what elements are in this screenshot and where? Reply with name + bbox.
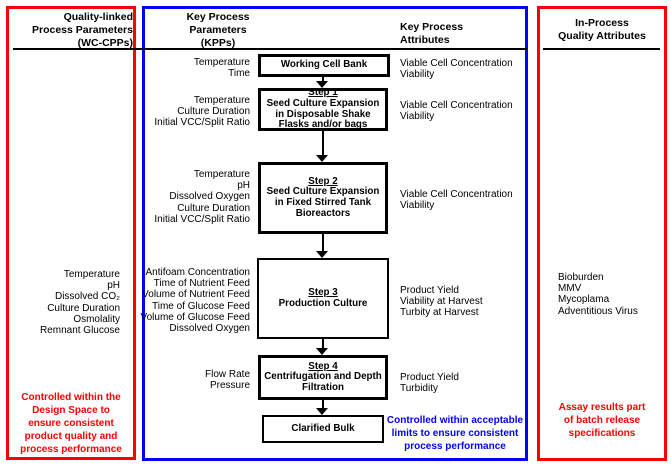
list-item: Product Yield [400, 285, 459, 296]
arrow-stem [321, 234, 324, 252]
arrow-head [316, 408, 328, 415]
list-item: Flow Rate [204, 369, 250, 380]
batch-release-note: Assay results part of batch release spec… [558, 402, 646, 439]
box-title: Seed Culture Expansion in Fixed Stirred … [266, 186, 380, 219]
flow-box-working-cell-bank: Working Cell Bank [258, 54, 390, 77]
list-item: pH [237, 180, 250, 192]
list-item: Viability [400, 69, 435, 81]
list-item: Osmolality [73, 313, 120, 325]
list-item: Product Yield [400, 372, 459, 383]
in-process-panel-border [537, 6, 667, 461]
acceptable-limits-note: Controlled within acceptable limits to e… [386, 415, 524, 452]
left-panel-title: Quality-linked Process Parameters (WC-CP… [32, 11, 133, 49]
list-item: Viability at Harvest [400, 296, 483, 308]
flow-box-step-4: Step 4 Centrifugation and Depth Filtrati… [258, 355, 388, 400]
box-title: Seed Culture Expansion in Disposable Sha… [266, 97, 380, 131]
list-item: Initial VCC/Split Ratio [154, 213, 250, 225]
list-item: Viability [400, 200, 435, 212]
flow-box-step-2: Step 2 Seed Culture Expansion in Fixed S… [258, 162, 388, 234]
arrow-stem [321, 77, 324, 82]
list-item: Viability [400, 111, 435, 123]
box-title: Centrifugation and Depth Filtration [264, 371, 382, 393]
box-title: Production Culture [278, 297, 368, 309]
list-item: Viable Cell Concentration [400, 58, 513, 69]
list-item: Volume of Nutrient Feed [142, 289, 250, 301]
down-arrow-icon [316, 400, 329, 415]
list-item: Remnant Glucose [39, 325, 120, 337]
arrow-head [316, 155, 328, 162]
list-item: Bioburden [558, 272, 604, 283]
list-item: Time [228, 68, 250, 80]
list-item: Culture Duration [177, 202, 250, 214]
arrow-stem [321, 400, 324, 409]
arrow-stem [321, 130, 324, 156]
list-item: Initial VCC/Split Ratio [154, 117, 250, 129]
step-label: Step 3 [308, 286, 338, 298]
list-item: MMV [558, 283, 582, 295]
right-panel-title: In-Process Quality Attributes [558, 17, 646, 42]
list-item: Turbidity [400, 383, 438, 395]
arrow-head [316, 81, 328, 88]
arrow-head [316, 348, 328, 355]
down-arrow-icon [316, 77, 329, 88]
box-title: Working Cell Bank [280, 59, 368, 71]
list-item: Culture Duration [177, 106, 250, 118]
list-item: Dissolved CO₂ [54, 291, 120, 303]
list-item: Culture Duration [47, 302, 120, 314]
header-divider-line [13, 48, 527, 50]
list-item: Pressure [209, 380, 250, 392]
list-item: Temperature [193, 57, 250, 68]
down-arrow-icon [316, 338, 329, 355]
step-label: Step 2 [308, 175, 338, 187]
list-item: Mycoplama [558, 294, 610, 306]
list-item: Volume of Glucose Feed [140, 311, 250, 323]
box-title: Clarified Bulk [291, 422, 355, 434]
list-item: pH [107, 280, 120, 292]
key-process-attributes-header: Key Process Attributes [400, 21, 464, 46]
quality-linked-panel-border [6, 6, 136, 460]
flow-box-clarified-bulk: Clarified Bulk [262, 415, 384, 443]
arrow-stem [321, 338, 324, 349]
flow-box-step-3: Step 3 Production Culture [257, 258, 389, 339]
list-item: Dissolved Oxygen [169, 323, 250, 335]
list-item: Viable Cell Concentration [400, 100, 513, 111]
step-label: Step 4 [308, 360, 338, 372]
list-item: Dissolved Oxygen [169, 191, 250, 203]
list-item: Temperature [193, 169, 250, 180]
list-item: Time of Nutrient Feed [153, 278, 250, 290]
down-arrow-icon [316, 130, 329, 162]
list-item: Viable Cell Concentration [400, 189, 513, 200]
down-arrow-icon [316, 234, 329, 258]
kpp-header: Key Process Parameters (KPPs) [186, 11, 250, 49]
list-item: Time of Glucose Feed [151, 300, 250, 312]
list-item: Temperature [193, 95, 250, 106]
header-divider-line-right [543, 48, 660, 50]
list-item: Turbity at Harvest [400, 307, 479, 319]
flow-box-step-1: Step 1 Seed Culture Expansion in Disposa… [258, 88, 388, 131]
arrow-head [316, 251, 328, 258]
design-space-note: Controlled within the Design Space to en… [20, 392, 122, 455]
list-item: Temperature [63, 269, 120, 280]
step-label: Step 1 [308, 87, 338, 99]
list-item: Adventitious Virus [558, 305, 638, 317]
list-item: Antifoam Concentration [145, 267, 250, 278]
